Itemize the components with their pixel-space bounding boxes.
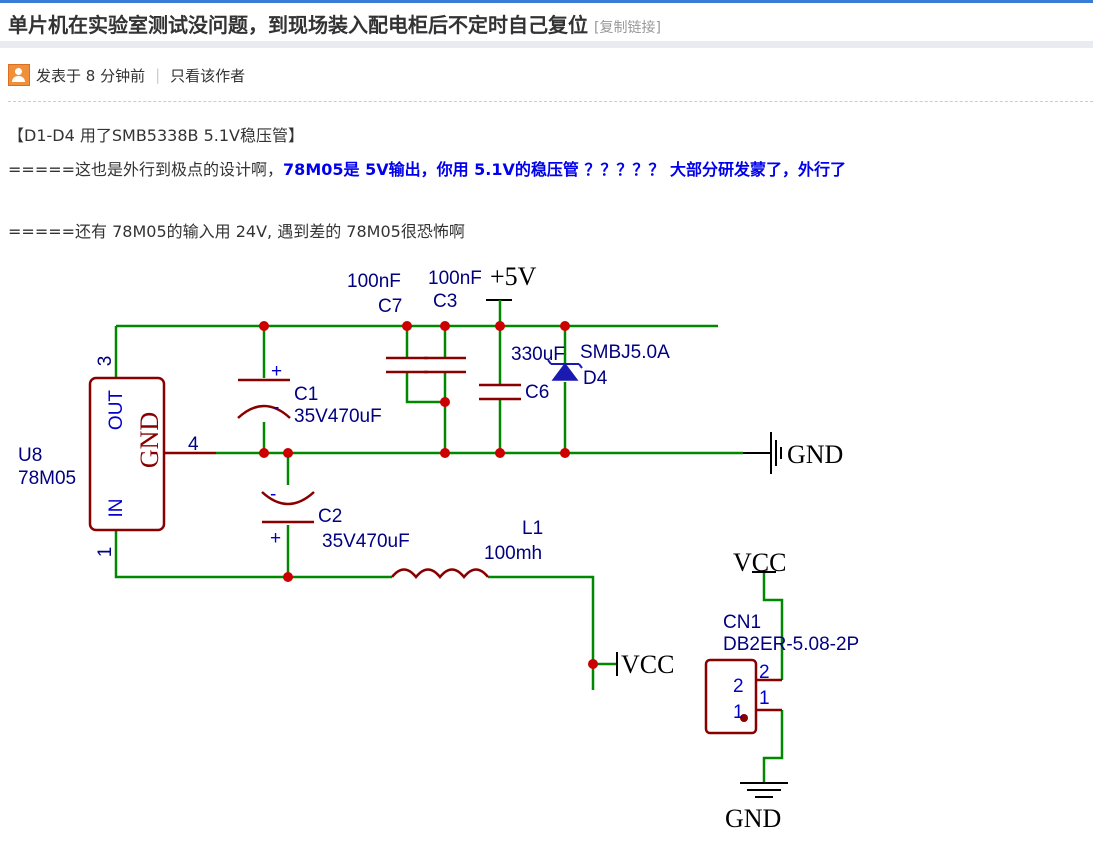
cn1-ref: CN1 [723,612,761,633]
c7-ref: C7 [378,296,402,317]
circuit-schematic-image: U8 78M05 3 4 1 OUT IN + - C1 35V470uF - … [18,262,859,833]
body-line-2-prefix: =====这也是外行到极点的设计啊， [8,160,284,179]
c2-ref: C2 [318,506,342,527]
u8-pin3: 3 [95,356,116,367]
vcc-mid-label: VCC [621,650,674,679]
u8-pin4: 4 [188,434,199,455]
cn1-body [704,658,758,735]
post-time: 发表于 8 分钟前 [36,66,146,85]
c6-ref: C6 [525,382,549,403]
cn1-pin1-marker [740,714,748,722]
title-bar: 单片机在实验室测试没问题，到现场装入配电柜后不定时自己复位 [复制链接] [0,3,1093,41]
body-line-3: =====还有 78M05的输入用 24V, 遇到差的 78M05很恐怖啊 [8,222,465,241]
c2-plus: + [270,528,281,549]
c2-minus: - [270,484,276,505]
post-meta: 发表于 8 分钟前 | 只看该作者 [8,64,245,86]
plus5v-label: +5V [490,262,537,291]
c2-symbol [261,491,315,524]
c1-minus: - [273,397,279,418]
junction-dots [259,321,598,669]
d4-ref: D4 [583,368,608,389]
c2-value: 35V470uF [322,531,410,552]
u8-pin1: 1 [95,547,116,558]
body-line-2-bold: 78M05是 5V输出，你用 5.1V的稳压管 ？？？？？ 大部分研发蒙了，外行… [283,160,847,179]
gnd-right-label: GND [787,440,843,469]
l1-value: 100mh [484,543,542,564]
cn1-pin2-inner: 2 [733,676,744,697]
u8-value: 78M05 [18,468,76,489]
cn1-pins [756,678,782,712]
schematic-wires [114,324,784,783]
c1-ref: C1 [294,384,318,405]
user-avatar-icon[interactable] [8,64,30,86]
cn1-pin1-outer: 1 [759,688,770,709]
u8-ref: U8 [18,445,42,466]
thread-title: 单片机在实验室测试没问题，到现场装入配电柜后不定时自己复位 [复制链接] [8,9,661,38]
u8-pin-gnd: GND [135,412,164,468]
c3-value: 100nF [428,268,482,289]
cn1-value: DB2ER-5.08-2P [723,634,859,655]
cn1-pin1-inner: 1 [733,702,744,723]
top-accent-line [0,0,1093,3]
l1-symbol [391,568,489,579]
body-line-2: =====这也是外行到极点的设计啊，78M05是 5V输出，你用 5.1V的稳压… [8,156,846,180]
u8-pin-in: IN [106,499,127,518]
c6-symbol [479,383,521,401]
d4-value: SMBJ5.0A [580,342,670,363]
meta-separator: | [155,66,161,84]
only-author-link[interactable]: 只看该作者 [170,66,246,85]
c7-c3-symbols [386,356,466,374]
c1-symbol [237,378,291,419]
vcc-top-label: VCC [733,548,786,577]
c1-plus: + [271,361,282,382]
gnd-bottom-label: GND [725,804,781,833]
copy-link-button[interactable]: [复制链接] [594,20,661,36]
dashed-divider [8,101,1093,102]
c1-value: 35V470uF [294,406,382,427]
c6-value: 330uF [511,344,565,365]
c3-ref: C3 [433,291,457,312]
cn1-pin2-outer: 2 [759,662,770,683]
body-line-1: 【D1-D4 用了SMB5338B 5.1V稳压管】 [8,126,304,145]
u8-pin-out: OUT [106,390,127,431]
l1-ref: L1 [522,518,543,539]
thread-title-text: 单片机在实验室测试没问题，到现场装入配电柜后不定时自己复位 [8,13,588,37]
d4-symbol [547,359,583,381]
c7-value: 100nF [347,271,401,292]
title-separator [0,41,1093,48]
